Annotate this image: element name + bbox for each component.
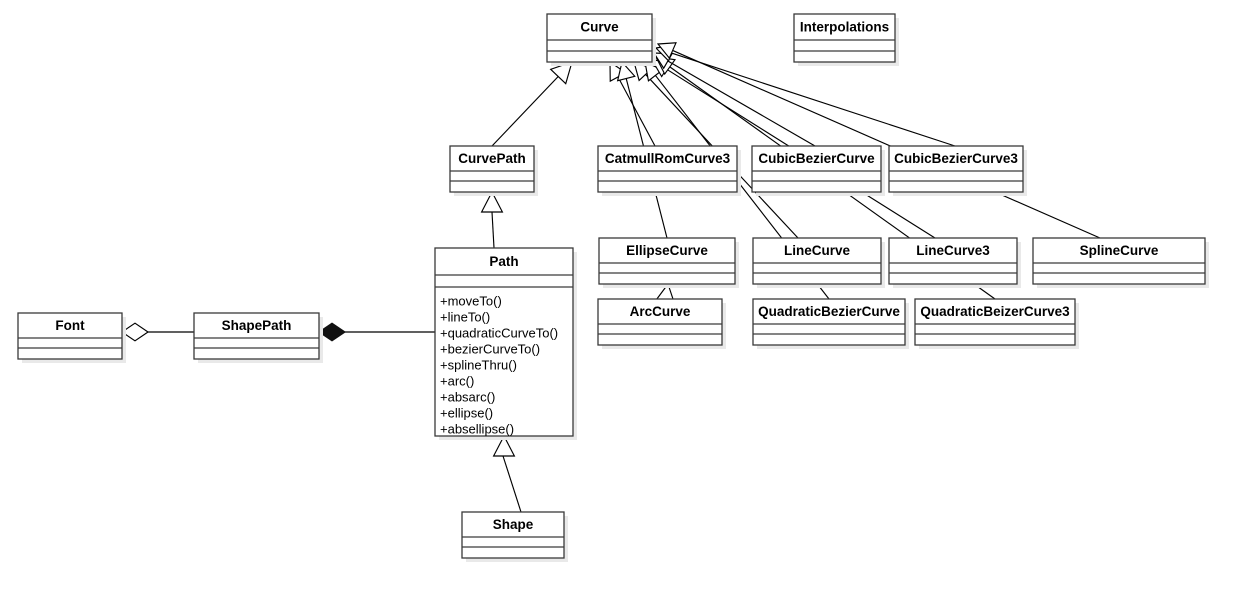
box-outline [598, 237, 736, 285]
generalization-arrow-splinecurve [656, 42, 677, 60]
class-name: CurvePath [458, 151, 526, 166]
class-member: +splineThru() [440, 357, 517, 372]
class-name: CatmullRomCurve3 [605, 151, 731, 166]
generalization-arrow-ellipsecurve [616, 60, 636, 82]
class-member: +arc() [440, 373, 474, 388]
class-name: LineCurve [784, 243, 851, 258]
box-outline [888, 237, 1018, 285]
class-box-curve[interactable]: Curve [546, 13, 656, 66]
class-box-quadraticbeizercurve3[interactable]: QuadraticBeizerCurve3 [914, 298, 1079, 349]
class-box-quadraticbeziercurve[interactable]: QuadraticBezierCurve [752, 298, 909, 349]
box-outline [793, 13, 896, 63]
class-member: +bezierCurveTo() [440, 341, 540, 356]
class-box-interpolations[interactable]: Interpolations [793, 13, 899, 66]
class-name: Path [489, 254, 518, 269]
class-box-linecurve[interactable]: LineCurve [752, 237, 885, 288]
class-member: +absellipse() [440, 421, 514, 436]
class-name: ShapePath [222, 318, 292, 333]
class-box-path[interactable]: Path +moveTo()+lineTo()+quadraticCurveTo(… [434, 247, 577, 440]
class-box-cubicbeziercurve3[interactable]: CubicBezierCurve3 [888, 145, 1027, 196]
class-box-linecurve3[interactable]: LineCurve3 [888, 237, 1021, 288]
generalization-arrow-shape [492, 434, 516, 457]
class-box-catmullromcurve3[interactable]: CatmullRomCurve3 [597, 145, 741, 196]
box-outline [751, 145, 882, 193]
class-box-shape[interactable]: Shape [461, 511, 568, 562]
box-outline [914, 298, 1076, 346]
box-outline [752, 298, 906, 346]
box-outline [1032, 237, 1206, 285]
class-name: EllipseCurve [626, 243, 708, 258]
class-box-shapepath[interactable]: ShapePath [193, 312, 323, 363]
class-box-splinecurve[interactable]: SplineCurve [1032, 237, 1209, 288]
box-outline [434, 247, 574, 437]
class-name: CubicBezierCurve3 [894, 151, 1018, 166]
generalization-arrow-path [480, 190, 504, 213]
box-outline [888, 145, 1024, 193]
class-name: Interpolations [800, 20, 889, 35]
edge-curvepath-to-curve [491, 76, 559, 147]
edge-cubicbeziercurve3-to-curve [671, 52, 956, 147]
class-member: +quadraticCurveTo() [440, 325, 558, 340]
class-box-ellipsecurve[interactable]: EllipseCurve [598, 237, 739, 288]
box-outline [17, 312, 123, 360]
class-member: +lineTo() [440, 309, 490, 324]
class-name: ArcCurve [630, 304, 691, 319]
box-outline [546, 13, 653, 63]
class-member: +moveTo() [440, 293, 502, 308]
class-name: QuadraticBezierCurve [758, 304, 900, 319]
class-box-cubicbeziercurve[interactable]: CubicBezierCurve [751, 145, 885, 196]
class-name: CubicBezierCurve [758, 151, 875, 166]
edge-shape-to-path [502, 455, 522, 513]
class-member: +ellipse() [440, 405, 493, 420]
edge-path-to-curvepath [491, 211, 495, 249]
box-outline [597, 298, 723, 346]
class-member: +absarc() [440, 389, 495, 404]
class-box-curvepath[interactable]: CurvePath [449, 145, 538, 196]
class-box-font[interactable]: Font [17, 312, 126, 363]
class-name: Curve [580, 20, 619, 35]
class-name: Font [55, 318, 85, 333]
edge-catmullromcurve3-to-curve [617, 76, 656, 147]
box-outline [461, 511, 565, 559]
edge-splinecurve-to-curve [672, 49, 1101, 239]
box-outline [193, 312, 320, 360]
class-name: Shape [493, 517, 534, 532]
box-outline [449, 145, 535, 193]
box-outline [597, 145, 738, 193]
box-outline [752, 237, 882, 285]
edge-cubicbeziercurve-to-curve [667, 60, 816, 147]
generalization-arrow-quadraticbeziercurve [644, 61, 664, 82]
class-name: QuadraticBeizerCurve3 [920, 304, 1070, 319]
class-box-arccurve[interactable]: ArcCurve [597, 298, 726, 349]
class-name: LineCurve3 [916, 243, 990, 258]
class-name: SplineCurve [1080, 243, 1159, 258]
